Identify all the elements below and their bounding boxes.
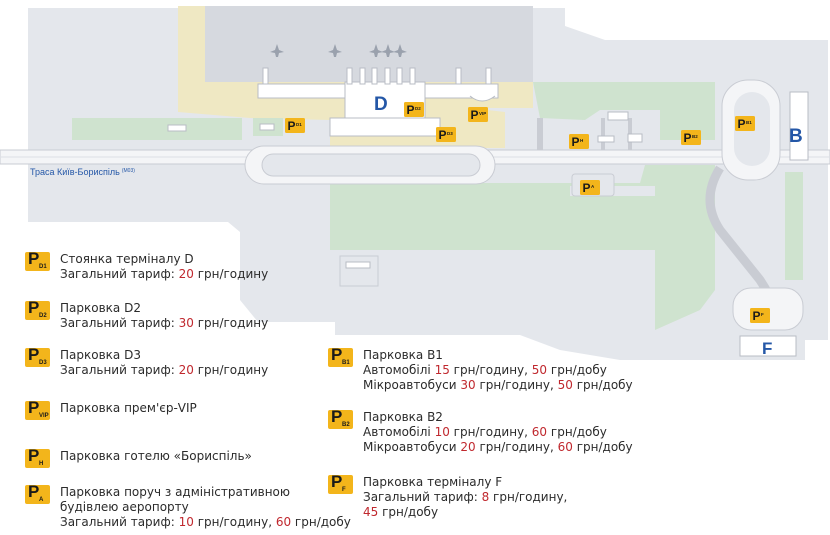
svg-text:D2: D2 (415, 106, 421, 111)
airplane-icon (393, 44, 407, 57)
legend-d2-tariff: Загальний тариф: 30 грн/годину (60, 316, 269, 330)
legend-d3-title: Парковка D3 (60, 348, 141, 362)
svg-text:P: P (439, 128, 447, 142)
legend-d1-tariff: Загальний тариф: 20 грн/годину (60, 267, 269, 281)
svg-text:B1: B1 (746, 120, 752, 125)
aircraft-icons (270, 44, 407, 57)
legend-b1-title: Парковка B1 (363, 348, 443, 362)
svg-text:B2: B2 (692, 134, 698, 139)
building (345, 261, 371, 269)
green-area (533, 82, 715, 140)
building (597, 135, 615, 143)
legend-f-title: Парковка терміналу F (363, 475, 503, 489)
svg-text:VIP: VIP (479, 111, 486, 116)
legend-b2-title: Парковка B2 (363, 410, 443, 424)
svg-text:P: P (684, 131, 692, 145)
lot (339, 255, 379, 287)
legend-a-subtitle: будівлею аеропорту (60, 500, 189, 514)
svg-text:P: P (288, 119, 296, 133)
svg-text:P: P (407, 103, 415, 117)
svg-text:P: P (583, 181, 591, 195)
airplane-icon (270, 44, 284, 57)
svg-text:P: P (572, 135, 580, 149)
legend-d1-title: Стоянка терміналу D (60, 252, 194, 266)
airside-area (205, 6, 533, 82)
legend-a-tariff: Загальний тариф: 10 грн/годину, 60 грн/д… (60, 515, 351, 529)
terminal-f-label: F (762, 339, 772, 358)
airplane-icon (369, 44, 383, 57)
legend-d2-title: Парковка D2 (60, 301, 141, 315)
apron-area (178, 6, 533, 148)
legend-f-tariff: Загальний тариф: 8 грн/годину, (363, 490, 568, 504)
building (607, 111, 629, 121)
legend-b1-minibuses: Мікроавтобуси 30 грн/годину, 50 грн/добу (363, 378, 633, 392)
svg-text:F: F (761, 312, 764, 317)
svg-text:P: P (471, 108, 479, 122)
svg-text:P: P (753, 309, 761, 323)
terminal-b-label: B (789, 126, 803, 147)
svg-text:D1: D1 (296, 122, 302, 127)
green-area (72, 118, 242, 140)
building (167, 124, 187, 132)
building (627, 133, 643, 143)
legend-h-title: Парковка готелю «Бориспіль» (60, 449, 252, 463)
jet-bridges (262, 67, 492, 85)
green-area (785, 172, 803, 280)
legend-b1-cars: Автомобілі 15 грн/годину, 50 грн/добу (363, 363, 607, 377)
legend-b2-minibuses: Мікроавтобуси 20 грн/годину, 60 грн/добу (363, 440, 633, 454)
airplane-icon (381, 44, 395, 57)
legend-b2-cars: Автомобілі 10 грн/годину, 60 грн/добу (363, 425, 607, 439)
legend-a-title: Парковка поруч з адміністративною (60, 485, 291, 499)
svg-text:H: H (580, 138, 583, 143)
airplane-icon (328, 44, 342, 57)
green-area (330, 165, 715, 330)
svg-text:D3: D3 (447, 131, 453, 136)
legend-d3-tariff: Загальний тариф: 20 грн/годину (60, 363, 269, 377)
legend-f-daily: 45 грн/добу (363, 505, 439, 519)
terminal-b-building (789, 91, 809, 161)
building (259, 123, 275, 131)
svg-text:P: P (738, 117, 746, 131)
legend-vip-title: Парковка прем'єр-VIP (60, 401, 197, 415)
terminal-d-wing (469, 95, 496, 102)
terminal-f-building (739, 335, 797, 357)
road-label: Траса Київ-Бориспіль(М03) (30, 167, 135, 177)
green-area (330, 196, 655, 250)
terminal-d-label: D (374, 94, 388, 115)
apron-area-west (178, 6, 205, 90)
svg-text:A: A (591, 184, 595, 189)
loop-inner (261, 153, 481, 177)
